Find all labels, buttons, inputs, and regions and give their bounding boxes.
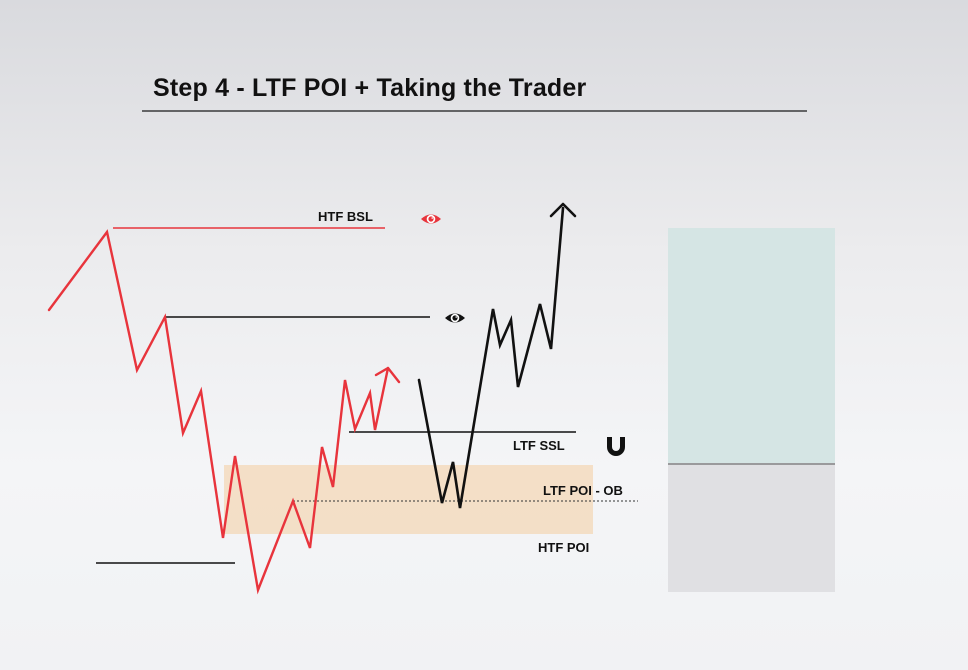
- red-arrow-head: [374, 366, 401, 384]
- magnet-icon: [607, 437, 625, 456]
- upper-target-box: [668, 228, 835, 464]
- htf-poi-label: HTF POI: [538, 540, 590, 555]
- black-price-path: [417, 206, 565, 509]
- htf-poi-zone: [224, 465, 593, 534]
- htf-bsl-label: HTF BSL: [318, 209, 373, 224]
- black-arrow-head: [549, 202, 577, 218]
- red-price-path: [47, 229, 390, 595]
- eye-icon: [445, 313, 465, 323]
- page-title: Step 4 - LTF POI + Taking the Trader: [153, 74, 587, 102]
- eye-icon: [421, 214, 441, 224]
- ltf-poi-ob-label: LTF POI - OB: [543, 483, 623, 498]
- lower-stop-box: [668, 464, 835, 592]
- ltf-ssl-label: LTF SSL: [513, 438, 565, 453]
